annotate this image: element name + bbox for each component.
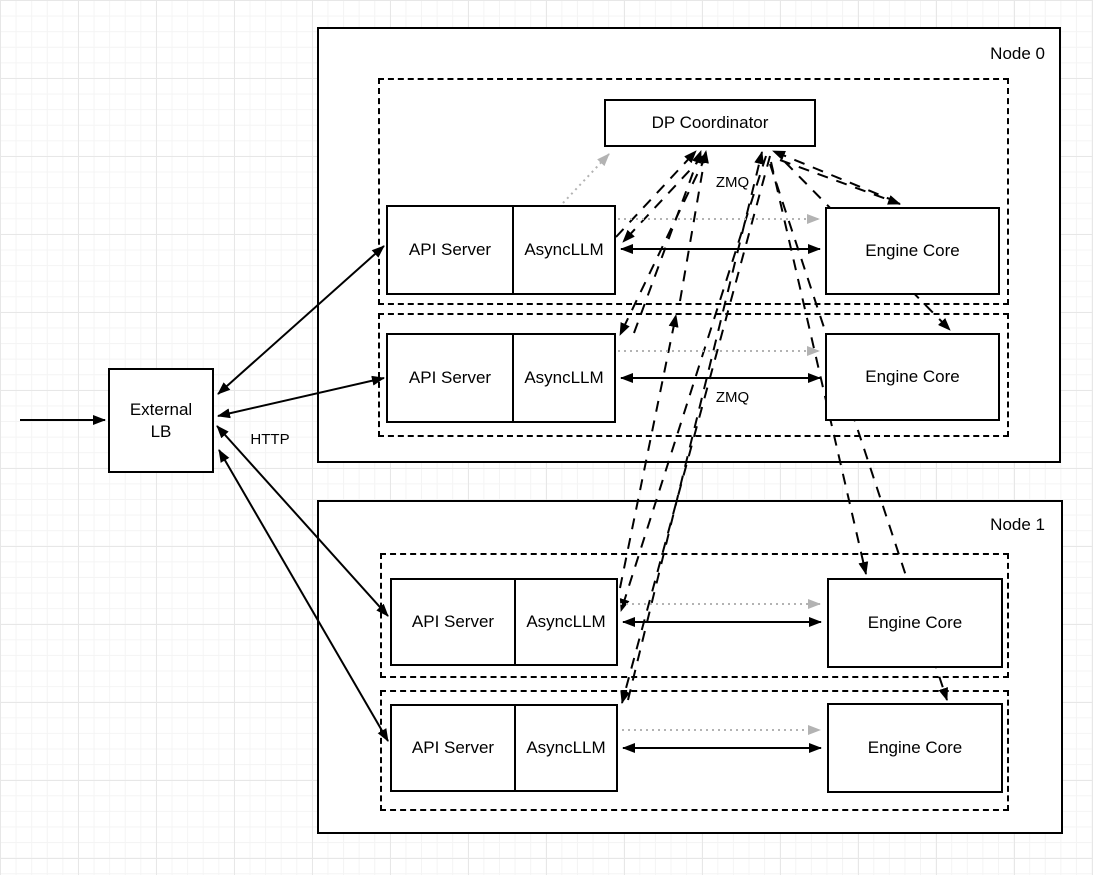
- asyncllm-box: AsyncLLM: [524, 368, 604, 388]
- engine-core-label: Engine Core: [865, 367, 960, 387]
- node0-row1-frontend-box: API Server AsyncLLM: [386, 205, 616, 295]
- api-server-box: API Server: [392, 706, 516, 790]
- engine-core-label: Engine Core: [865, 241, 960, 261]
- engine-core-label: Engine Core: [867, 613, 963, 633]
- dp-coordinator-label: DP Coordinator: [651, 113, 769, 133]
- external-lb-label: External LB: [129, 400, 193, 441]
- engine-core-box: Engine Core: [825, 207, 1000, 295]
- engine-core-box: Engine Core: [827, 578, 1003, 668]
- http-label: HTTP: [250, 430, 290, 448]
- dp-coordinator-box: DP Coordinator: [604, 99, 816, 147]
- external-lb-box: External LB: [108, 368, 214, 473]
- api-server-box: API Server: [388, 207, 514, 293]
- node1-row2-frontend-box: API Server AsyncLLM: [390, 704, 618, 792]
- api-server-box: API Server: [388, 335, 514, 421]
- asyncllm-box: AsyncLLM: [526, 738, 606, 758]
- node1-label: Node 1: [990, 515, 1045, 534]
- engine-core-box: Engine Core: [825, 333, 1000, 421]
- zmq-coordinator-label: ZMQ: [715, 173, 750, 191]
- asyncllm-box: AsyncLLM: [526, 612, 606, 632]
- api-server-box: API Server: [392, 580, 516, 664]
- node0-row2-frontend-box: API Server AsyncLLM: [386, 333, 616, 423]
- zmq-engine-label: ZMQ: [715, 388, 750, 406]
- asyncllm-box: AsyncLLM: [524, 240, 604, 260]
- node1-row1-frontend-box: API Server AsyncLLM: [390, 578, 618, 666]
- engine-core-label: Engine Core: [867, 738, 963, 758]
- node0-label: Node 0: [990, 44, 1045, 63]
- engine-core-box: Engine Core: [827, 703, 1003, 793]
